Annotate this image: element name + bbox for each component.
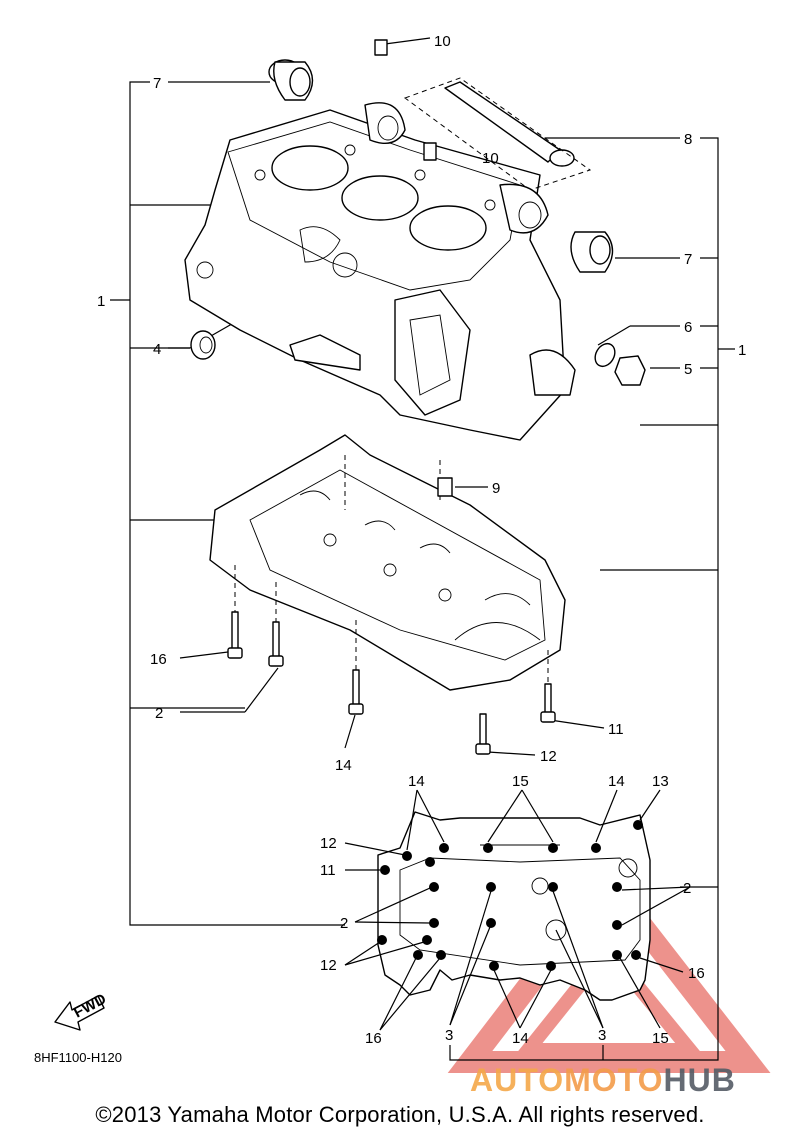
callout-11-bolt: 11 xyxy=(608,721,624,738)
watermark-part-3: HUB xyxy=(663,1062,736,1098)
callout-1-right: 1 xyxy=(738,342,746,359)
callout-15-bottom: 15 xyxy=(652,1030,669,1047)
oil-plug xyxy=(190,330,216,360)
upper-crankcase xyxy=(184,109,576,441)
callout-14-bolt: 14 xyxy=(335,757,352,774)
callout-2-view-right: 2 xyxy=(683,880,691,897)
bolt-pattern-view xyxy=(377,811,651,1001)
callout-7-left: 7 xyxy=(153,75,161,92)
callout-4: 4 xyxy=(153,341,161,358)
watermark-part-1: AUTO xyxy=(470,1062,565,1098)
callout-6: 6 xyxy=(684,319,692,336)
engine-mount-parts xyxy=(268,39,614,273)
callout-3-right: 3 xyxy=(598,1027,606,1044)
callout-3-left: 3 xyxy=(445,1027,453,1044)
callout-12-view-bottom: 12 xyxy=(320,957,337,974)
callout-2-bolt: 2 xyxy=(155,705,163,722)
callout-15-top: 15 xyxy=(512,773,529,790)
bracket-left xyxy=(110,81,345,926)
callout-16-bolt: 16 xyxy=(150,651,167,668)
callout-14-top-right: 14 xyxy=(608,773,625,790)
fwd-label: FWD xyxy=(71,990,109,1021)
bolts xyxy=(227,565,556,755)
callout-8: 8 xyxy=(684,131,692,148)
callout-9: 9 xyxy=(492,480,500,497)
lower-crankcase xyxy=(209,434,566,691)
callout-1-left: 1 xyxy=(97,293,105,310)
callout-10-mid: 10 xyxy=(482,150,499,167)
watermark-part-2: MOTO xyxy=(564,1062,664,1098)
callout-numbers: 7 10 10 8 7 6 1 5 1 4 9 16 2 14 11 12 14… xyxy=(97,33,746,1047)
callout-12-view-top: 12 xyxy=(320,835,337,852)
callout-13: 13 xyxy=(652,773,669,790)
fwd-arrow-icon: FWD xyxy=(54,990,109,1031)
diagram-code: 8HF1100-H120 xyxy=(34,1050,122,1065)
o-ring-and-cap xyxy=(594,342,646,386)
copyright-notice: ©2013 Yamaha Motor Corporation, U.S.A. A… xyxy=(95,1102,705,1127)
bolt-leaders xyxy=(344,789,691,1031)
bracket-right xyxy=(449,137,735,1061)
callout-14-bottom: 14 xyxy=(512,1030,529,1047)
callout-16-view-left: 16 xyxy=(365,1030,382,1047)
callout-7-right: 7 xyxy=(684,251,692,268)
callout-5: 5 xyxy=(684,361,692,378)
watermark-logo: AUTOMOTOHUB xyxy=(470,1062,736,1099)
callout-14-top-left: 14 xyxy=(408,773,425,790)
callout-11-view: 11 xyxy=(320,862,336,879)
callout-12-bolt: 12 xyxy=(540,748,557,765)
bolt-dots xyxy=(377,820,643,971)
callout-16-view-right: 16 xyxy=(688,965,705,982)
callout-2-view-left: 2 xyxy=(340,915,348,932)
callout-10-top: 10 xyxy=(434,33,451,50)
